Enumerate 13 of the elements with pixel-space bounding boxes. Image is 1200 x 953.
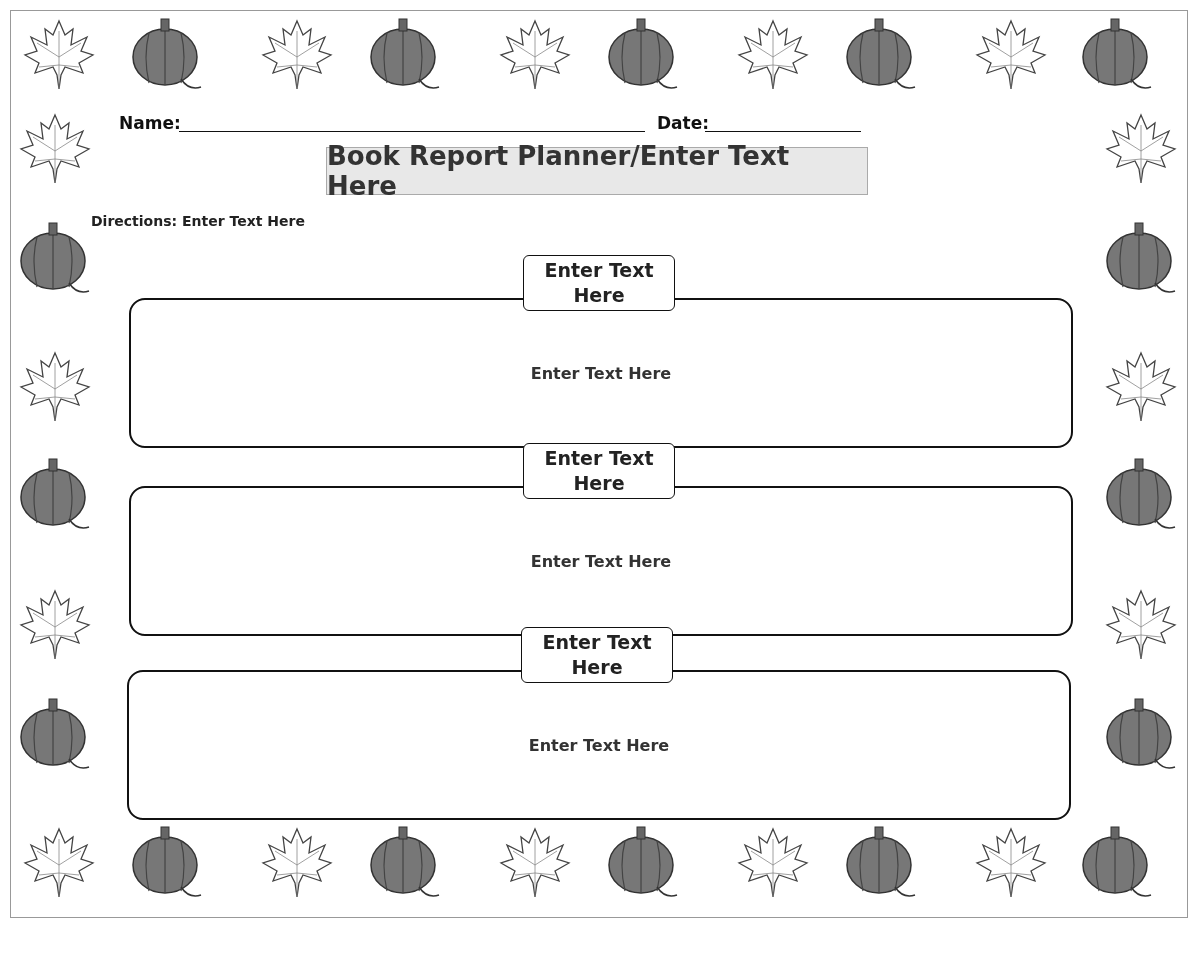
heading-text: Enter Text Here [544,446,654,496]
body-text: Enter Text Here [530,551,672,571]
heading-text: Enter Text Here [542,630,652,680]
directions-text: Directions: Enter Text Here [91,213,306,229]
body-text: Enter Text Here [528,735,670,755]
heading-box [523,255,675,311]
body-text: Enter Text Here [530,363,672,383]
heading-box [523,443,675,499]
heading-text: Enter Text Here [544,258,654,308]
name-label: Name: [119,113,181,133]
heading-box [521,627,673,683]
title-banner: Book Report Planner/Enter Text Here [326,147,868,195]
date-label: Date: [657,113,710,133]
